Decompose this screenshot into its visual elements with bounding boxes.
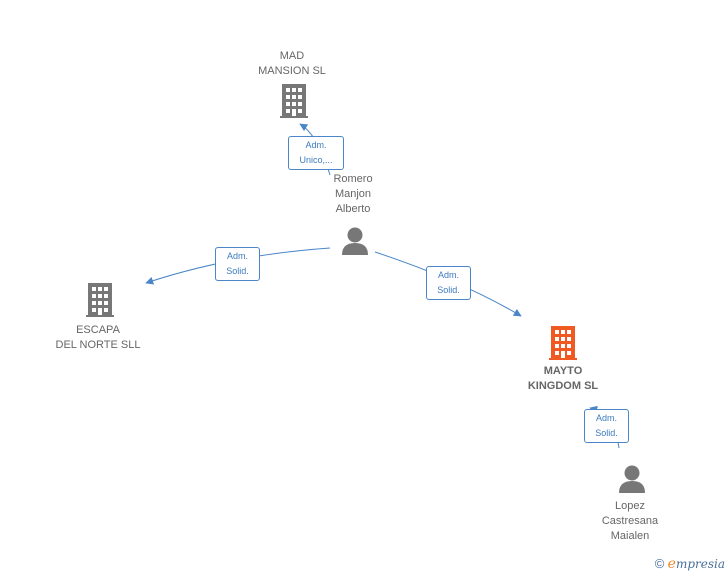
- building-icon[interactable]: [280, 84, 308, 118]
- edge-label-romero-mad-mansion: Adm. Unico,...: [288, 136, 344, 170]
- edge-label-romero-mayto: Adm. Solid.: [426, 266, 471, 300]
- building-icon-highlight[interactable]: [549, 326, 577, 360]
- edge-label-lopez-mayto: Adm. Solid.: [584, 409, 629, 443]
- copyright-symbol: ©: [654, 556, 665, 571]
- node-label-lopez[interactable]: Lopez Castresana Maialen: [601, 500, 659, 542]
- node-label-mayto[interactable]: MAYTO KINGDOM SL: [527, 365, 599, 392]
- person-icon[interactable]: [342, 227, 368, 256]
- person-icon[interactable]: [619, 465, 645, 494]
- brand-initial: e: [667, 556, 676, 572]
- node-label-escapa[interactable]: ESCAPA DEL NORTE SLL: [55, 324, 141, 351]
- edge-label-romero-escapa: Adm. Solid.: [215, 247, 260, 281]
- node-label-romero[interactable]: Romero Manjon Alberto: [333, 173, 373, 215]
- brand-name: mpresia: [675, 557, 725, 571]
- building-icon[interactable]: [86, 283, 114, 317]
- node-label-mad-mansion[interactable]: MAD MANSION SL: [258, 50, 326, 77]
- empresia-watermark[interactable]: © empresia: [655, 556, 725, 572]
